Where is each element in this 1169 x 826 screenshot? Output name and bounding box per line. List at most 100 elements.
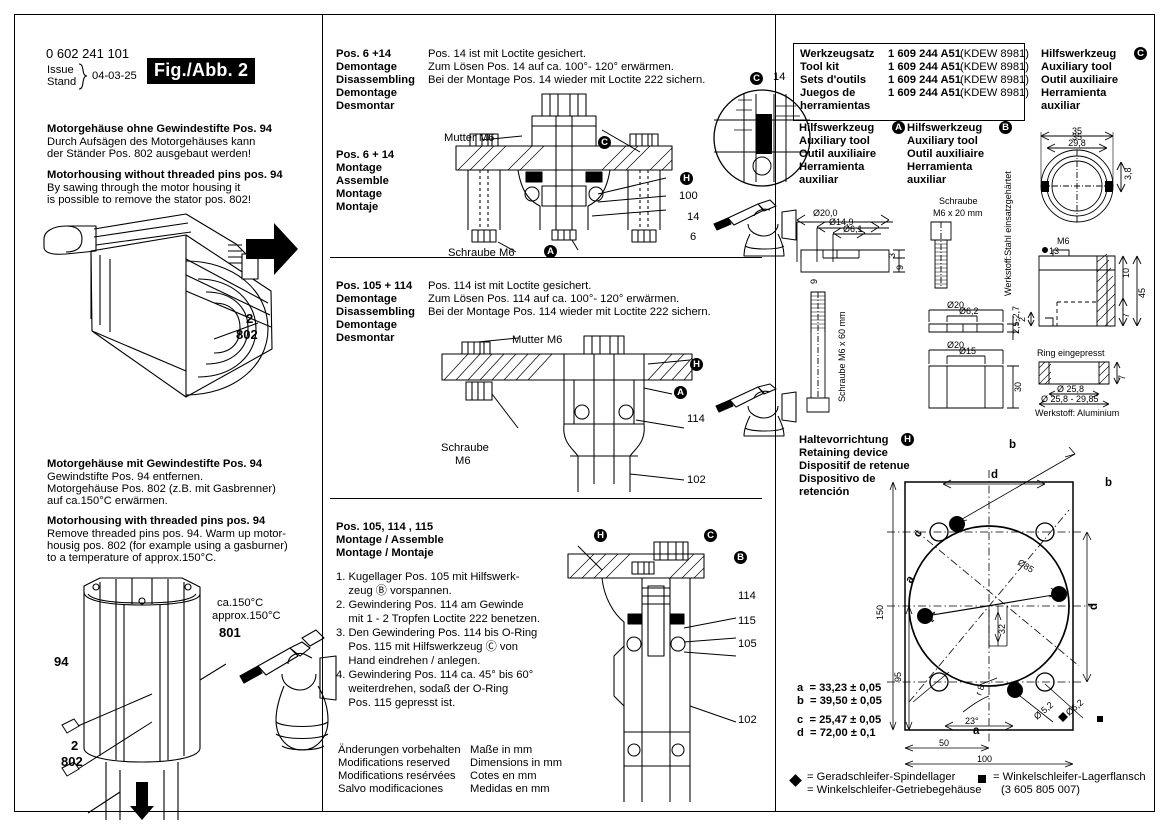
badge-h-retain: H bbox=[901, 433, 914, 446]
badge-h-sec4: H bbox=[594, 529, 607, 542]
toolc-dim-2: 2 bbox=[1017, 317, 1027, 322]
left-callout-bottom-item: 802 bbox=[61, 754, 83, 769]
sec1-note2: Zum Lösen Pos. 14 auf ca. 100°- 120° erw… bbox=[428, 61, 674, 73]
toola-d2: Ø14,9 bbox=[829, 217, 854, 227]
toola-bushing-drawing: Ø20,0 Ø14,9 Ø6,1 3 9 9 bbox=[796, 208, 905, 284]
block2-line3-en: to a temperature of approx.150°C. bbox=[47, 552, 217, 564]
left-callout-bottom-pos: 2 bbox=[71, 738, 79, 753]
block2-line1-de: Gewindstifte Pos. 94 entfernen. bbox=[47, 471, 204, 483]
block1-title-en: Motorhousing without threaded pins pos. … bbox=[47, 169, 283, 181]
sec1-nut-label: Mutter M6 bbox=[444, 132, 495, 144]
toolb-screw1: Schraube bbox=[939, 196, 978, 206]
badge-a-toola: A bbox=[892, 121, 905, 134]
footer-dim-en: Dimensions in mm bbox=[470, 757, 563, 769]
block2-title-en: Motorhousing with threaded pins pos. 94 bbox=[47, 515, 266, 527]
retain-dim-r8: r 8 bbox=[973, 683, 986, 696]
retain-dim-100: 100 bbox=[977, 754, 992, 764]
mid-divider-2 bbox=[330, 498, 762, 499]
sec4-assembly-cross-section bbox=[567, 541, 737, 802]
sec2-head3: Assemble bbox=[336, 175, 389, 187]
footer-dim-de: Maße in mm bbox=[470, 744, 533, 756]
toolb-w3: 2,5-2,7 bbox=[1011, 306, 1021, 334]
part-number: 0 602 241 101 bbox=[46, 46, 130, 61]
retain-hole1: Ø 5,2 bbox=[1032, 700, 1055, 722]
sec3-note1: Pos. 114 ist mit Loctite gesichert. bbox=[428, 280, 592, 292]
retain-dim-d1: d bbox=[991, 469, 998, 481]
toolb-s3: 30 bbox=[1013, 382, 1023, 392]
toolc-l1: Hilfswerkzeug bbox=[1041, 48, 1117, 60]
badge-a-sec3: A bbox=[674, 386, 687, 399]
sec1-screw-label: Schraube M6 bbox=[448, 247, 515, 259]
toolb-screw2: M6 x 20 mm bbox=[933, 208, 983, 218]
toolb-s1: Ø20 bbox=[947, 340, 964, 350]
sec4-head2: Montage / Assemble bbox=[336, 534, 444, 546]
tool-kit-box bbox=[793, 43, 1025, 121]
block1-line2-en: is possible to remove the stator pos. 80… bbox=[47, 194, 251, 206]
toolc-dim-13: 13 bbox=[1049, 246, 1059, 256]
toolc-dim-m6: M6 bbox=[1057, 236, 1070, 246]
retain-dim-50: 50 bbox=[939, 738, 949, 748]
retain-hole2: Ø6,2 bbox=[1064, 697, 1085, 717]
sec1-note1: Pos. 14 ist mit Loctite gesichert. bbox=[428, 48, 586, 60]
toolc-ri2: Ø 25,8 - 29,85 bbox=[1041, 394, 1099, 404]
block2-title-de: Motorgehäuse mit Gewindestifte Pos. 94 bbox=[47, 458, 263, 470]
motor-housing-heating-illustration bbox=[61, 577, 337, 820]
sec4-step-9: weiterdrehen, sodaß der O-Ring bbox=[336, 683, 509, 695]
retain-l5: retención bbox=[799, 486, 850, 498]
retain-l1: Haltevorrichtung bbox=[799, 434, 889, 446]
toolc-l4: Herramienta bbox=[1041, 87, 1107, 99]
sec3-note2: Zum Lösen Pos. 114 auf ca. 100°- 120° er… bbox=[428, 293, 680, 305]
sec3-gas-burner-icon bbox=[715, 383, 797, 437]
toola-long-bolt-drawing: Schraube M6 x 60 mm bbox=[806, 291, 847, 413]
toola-d3: Ø6,1 bbox=[843, 224, 863, 234]
sec3-screw-label1: Schraube bbox=[441, 442, 489, 454]
sec1-head2: Demontage bbox=[336, 61, 397, 73]
retain-square-marker bbox=[1097, 716, 1103, 722]
block1-title-de: Motorgehäuse ohne Gewindestifte Pos. 94 bbox=[47, 123, 273, 135]
toolc-l3: Outil auxiliaire bbox=[1041, 74, 1119, 86]
issue-label: Issue bbox=[47, 64, 74, 76]
sec3-note3: Bei der Montage Pos. 114 wieder mit Loct… bbox=[428, 306, 711, 318]
toola-l5: auxiliar bbox=[799, 174, 839, 186]
toolc-l5: auxiliar bbox=[1041, 100, 1081, 112]
middle-column: Pos. 6 +14 Demontage Disassembling Demon… bbox=[322, 14, 811, 812]
kit-row-1-number: 1 609 244 A51 bbox=[888, 61, 961, 73]
toolc-l2: Auxiliary tool bbox=[1041, 61, 1112, 73]
issue-brace-icon bbox=[78, 63, 88, 90]
motor-housing-sawn-illustration bbox=[43, 213, 298, 398]
retain-l4: Dispositivo de bbox=[799, 473, 876, 485]
toolc-ri1: Ø 25,8 bbox=[1057, 384, 1084, 394]
left-callout-top-item: 802 bbox=[236, 327, 258, 342]
stand-label: Stand bbox=[47, 76, 77, 88]
toola-l1: Hilfswerkzeug bbox=[799, 122, 875, 134]
badge-c-sec4: C bbox=[704, 529, 717, 542]
legend-square-icon bbox=[978, 775, 986, 783]
badge-h-sec3: H bbox=[690, 358, 703, 371]
kit-row-1-label: Tool kit bbox=[800, 61, 839, 73]
badge-b-toolb: B bbox=[999, 121, 1012, 134]
kit-row-3-cont: herramientas bbox=[800, 100, 871, 112]
legend-square-l1: = Winkelschleifer-Lagerflansch bbox=[993, 771, 1146, 783]
sec1-callout-14: 14 bbox=[773, 71, 786, 83]
retaining-plate-drawing: b b d d c a a 150 95 50 100 Ø85 32 r 8 2… bbox=[875, 439, 1112, 768]
sec3-screw-label2: M6 bbox=[455, 455, 471, 467]
left-column: 0 602 241 101 Issue Stand 04-03-25 Fig./… bbox=[14, 14, 337, 820]
sec2-head1: Pos. 6 + 14 bbox=[336, 149, 395, 161]
legend-diamond-l2: = Winkelschleifer-Getriebegehäuse bbox=[807, 784, 982, 796]
right-column: Werkzeugsatz Tool kit Sets d'outils Jueg… bbox=[775, 14, 1155, 812]
sec2-head5: Montaje bbox=[336, 201, 379, 213]
toolb-l4: Herramienta bbox=[907, 161, 973, 173]
toola-l4: Herramienta bbox=[799, 161, 865, 173]
sec4-step-5: 3. Den Gewindering Pos. 114 bis O-Ring bbox=[336, 627, 538, 639]
sec4-head1: Pos. 105, 114 , 115 bbox=[336, 521, 434, 533]
sec1-head4: Demontage bbox=[336, 87, 397, 99]
badge-c-detail: C bbox=[750, 72, 763, 85]
kit-row-3-label: Juegos de bbox=[800, 87, 856, 99]
toolc-ring-label: Ring eingepresst bbox=[1037, 348, 1105, 358]
sec1-head1: Pos. 6 +14 bbox=[336, 48, 392, 60]
toola-d5: 9 bbox=[895, 265, 905, 270]
toolc-dim-38: 3,8 bbox=[1123, 167, 1133, 180]
footer-fr: Modifications resérvées bbox=[338, 770, 456, 782]
sec3-head3: Disassembling bbox=[336, 306, 415, 318]
